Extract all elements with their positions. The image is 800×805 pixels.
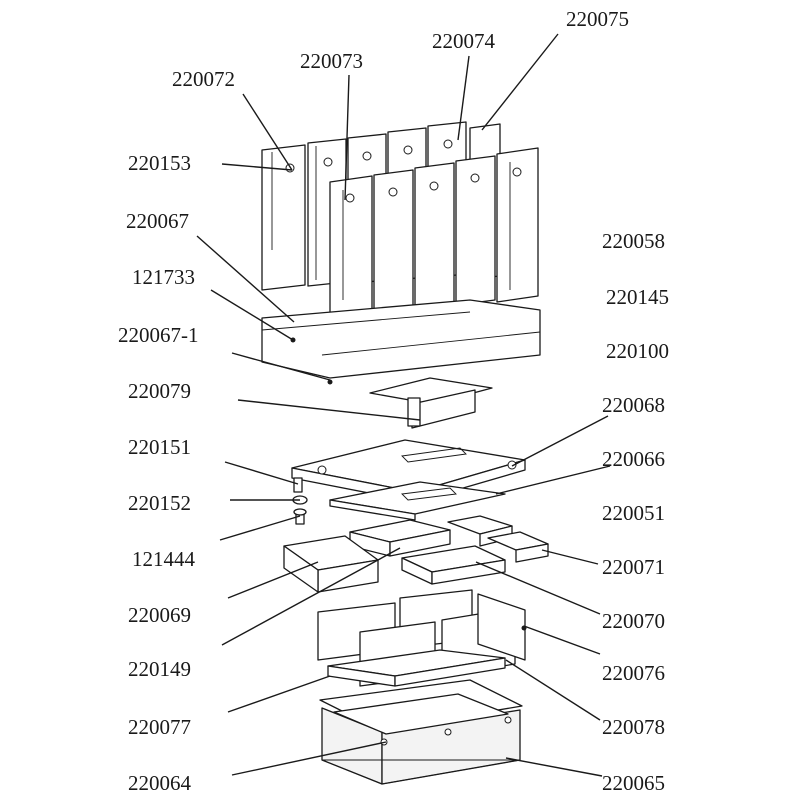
label-220079: 220079 <box>128 379 191 403</box>
leader-lines <box>196 33 611 777</box>
label-220071: 220071 <box>602 555 665 579</box>
label-220064: 220064 <box>128 771 192 795</box>
label-220067: 220067 <box>126 209 189 233</box>
plate-part <box>329 481 506 521</box>
label-220153: 220153 <box>128 151 191 175</box>
part-number-labels: 220075 220074 220073 220072 220153 22006… <box>118 7 669 795</box>
frame-rail <box>261 299 541 385</box>
label-220065: 220065 <box>602 771 665 795</box>
label-220145: 220145 <box>606 285 669 309</box>
label-121733: 121733 <box>132 265 195 289</box>
housing-box <box>319 679 523 785</box>
label-220073: 220073 <box>300 49 363 73</box>
label-220074: 220074 <box>432 29 496 53</box>
label-220066: 220066 <box>602 447 665 471</box>
label-220100: 220100 <box>606 339 669 363</box>
label-220149: 220149 <box>128 657 191 681</box>
label-220058: 220058 <box>602 229 665 253</box>
label-220070: 220070 <box>602 609 665 633</box>
label-121444: 121444 <box>132 547 196 571</box>
label-220152: 220152 <box>128 491 191 515</box>
bracket-part <box>369 377 493 429</box>
bottom-tray <box>327 649 506 687</box>
label-220076: 220076 <box>602 661 665 685</box>
brick-blocks <box>283 515 549 593</box>
label-220072: 220072 <box>172 67 235 91</box>
label-220075: 220075 <box>566 7 629 31</box>
label-220069: 220069 <box>128 603 191 627</box>
label-220078: 220078 <box>602 715 665 739</box>
label-220068: 220068 <box>602 393 665 417</box>
label-220067-1: 220067-1 <box>118 323 199 347</box>
label-220151: 220151 <box>128 435 191 459</box>
label-220051: 220051 <box>602 501 665 525</box>
label-220077: 220077 <box>128 715 191 739</box>
